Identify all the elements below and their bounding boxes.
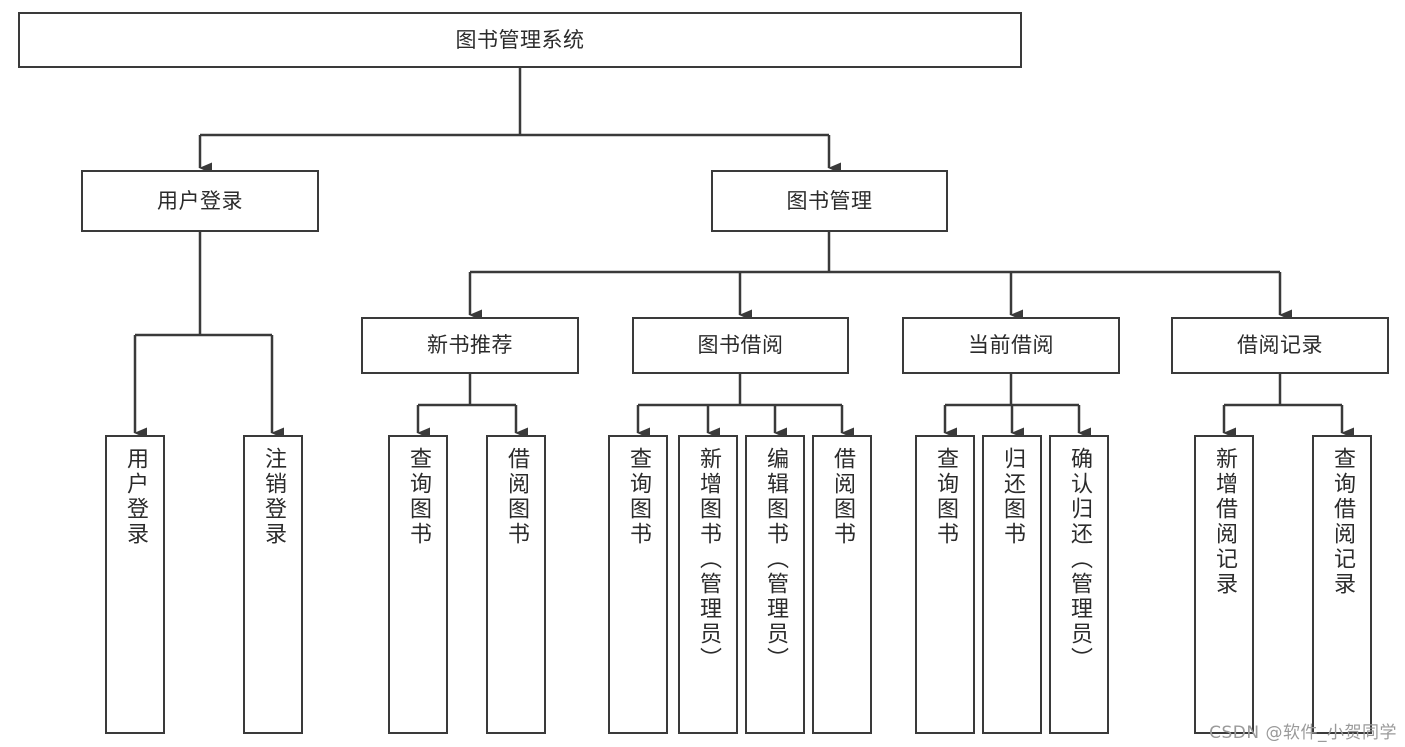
connector-lines bbox=[133, 68, 1354, 439]
node-cur-borrow[interactable]: 当前借阅 bbox=[902, 317, 1120, 374]
node-new-book-rec[interactable]: 新书推荐 bbox=[361, 317, 579, 374]
node-book-mgmt[interactable]: 图书管理 bbox=[711, 170, 948, 232]
node-label: 查询借阅记录 bbox=[1330, 447, 1355, 597]
node-leaf-bl-query[interactable]: 查询借阅记录 bbox=[1312, 435, 1372, 734]
node-label: 查询图书 bbox=[406, 447, 431, 547]
node-leaf-bb-borrow[interactable]: 借阅图书 bbox=[812, 435, 872, 734]
node-leaf-bb-edit[interactable]: 编辑图书（管理员） bbox=[745, 435, 805, 734]
node-leaf-rec-query[interactable]: 查询图书 bbox=[388, 435, 448, 734]
node-label: 借阅图书 bbox=[830, 447, 855, 547]
node-label: 当前借阅 bbox=[968, 333, 1054, 358]
node-label: 借阅记录 bbox=[1237, 333, 1323, 358]
node-leaf-user-logout[interactable]: 注销登录 bbox=[243, 435, 303, 734]
node-leaf-user-login[interactable]: 用户登录 bbox=[105, 435, 165, 734]
node-label: 图书借阅 bbox=[697, 333, 784, 358]
node-label: 注销登录 bbox=[261, 447, 286, 547]
node-leaf-rec-borrow[interactable]: 借阅图书 bbox=[486, 435, 546, 734]
node-label: 查询图书 bbox=[933, 447, 958, 547]
node-user-login[interactable]: 用户登录 bbox=[81, 170, 319, 232]
node-leaf-bl-add[interactable]: 新增借阅记录 bbox=[1194, 435, 1254, 734]
node-label: 图书管理 bbox=[786, 188, 873, 213]
node-label: 新书推荐 bbox=[427, 333, 513, 358]
node-label: 新增图书（管理员） bbox=[696, 447, 721, 672]
node-label: 查询图书 bbox=[626, 447, 651, 547]
node-leaf-cb-return[interactable]: 归还图书 bbox=[982, 435, 1042, 734]
node-leaf-bb-add[interactable]: 新增图书（管理员） bbox=[678, 435, 738, 734]
node-label: 借阅图书 bbox=[504, 447, 529, 547]
node-label: 编辑图书（管理员） bbox=[763, 447, 788, 672]
node-label: 图书管理系统 bbox=[455, 27, 585, 52]
node-book-borrow[interactable]: 图书借阅 bbox=[632, 317, 849, 374]
node-label: 用户登录 bbox=[157, 188, 243, 213]
node-leaf-cb-confirm[interactable]: 确认归还（管理员） bbox=[1049, 435, 1109, 734]
node-label: 归还图书 bbox=[1000, 447, 1025, 547]
node-borrow-log[interactable]: 借阅记录 bbox=[1171, 317, 1389, 374]
node-label: 确认归还（管理员） bbox=[1067, 447, 1092, 672]
node-label: 新增借阅记录 bbox=[1212, 447, 1237, 597]
node-root[interactable]: 图书管理系统 bbox=[18, 12, 1022, 68]
node-label: 用户登录 bbox=[123, 447, 148, 547]
node-leaf-bb-query[interactable]: 查询图书 bbox=[608, 435, 668, 734]
node-leaf-cb-query[interactable]: 查询图书 bbox=[915, 435, 975, 734]
